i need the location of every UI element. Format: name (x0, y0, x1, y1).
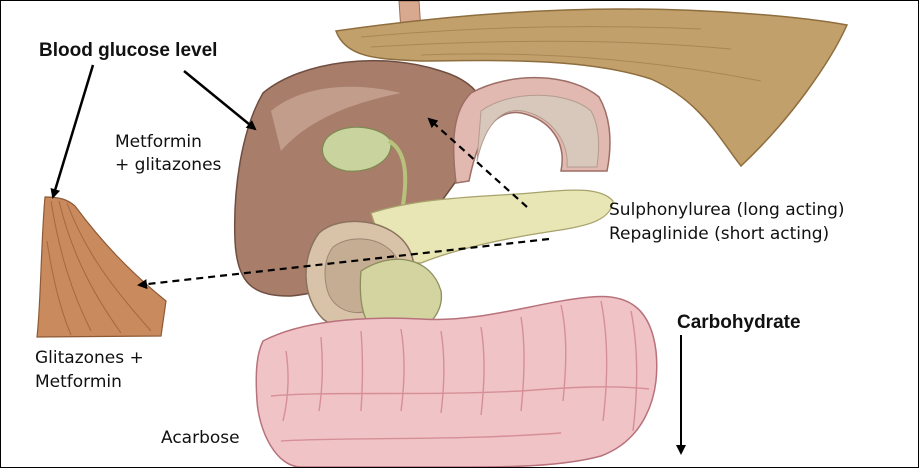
repaglinide-label: Repaglinide (short acting) (609, 223, 829, 246)
glitazones-label-line1: Glitazones + (35, 347, 144, 370)
muscle-tissue (37, 197, 166, 337)
blood-glucose-label: Blood glucose level (39, 39, 217, 62)
metformin-label-line1: Metformin (115, 131, 202, 154)
carbohydrate-label: Carbohydrate (677, 311, 801, 334)
glitazones-label-line2: Metformin (35, 371, 122, 394)
metformin-label-line2: + glitazones (115, 154, 221, 177)
stomach-lining (477, 95, 599, 167)
large-intestine (256, 296, 657, 467)
arrow-blood-glucose-to-liver (184, 71, 255, 129)
arrow-blood-glucose-to-muscle (53, 65, 93, 197)
sulphonylurea-label: Sulphonylurea (long acting) (609, 199, 845, 222)
acarbose-label: Acarbose (161, 427, 242, 450)
